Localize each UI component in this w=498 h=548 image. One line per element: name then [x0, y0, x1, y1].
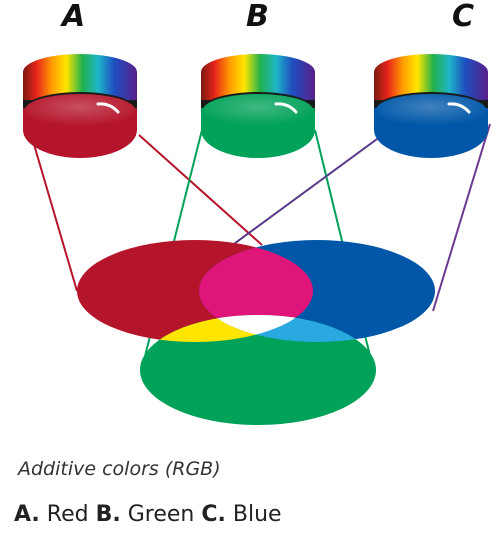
lamp-c-label: C [452, 0, 475, 34]
lamp-a-label: A [62, 0, 86, 34]
key-b-text: Green [127, 502, 195, 527]
beam-c-left [207, 127, 393, 264]
beam-a-right [138, 134, 263, 246]
lamp-c [374, 54, 488, 158]
beam-c-right [432, 123, 491, 312]
key-c-letter: C. [201, 502, 226, 527]
color-circles [77, 240, 435, 425]
green-circle [140, 315, 376, 425]
diagram-caption: Additive colors (RGB) [18, 458, 221, 480]
lamp-b [201, 54, 315, 158]
key-b-letter: B. [95, 502, 121, 527]
lamp-a [23, 54, 137, 158]
key-a-text: Red [46, 502, 89, 527]
lamp-b-label: B [246, 0, 269, 34]
beam-a-left [27, 123, 78, 292]
key-c-text: Blue [232, 502, 282, 527]
key-a-letter: A. [14, 502, 40, 527]
color-key: A. Red B. Green C. Blue [14, 502, 282, 527]
